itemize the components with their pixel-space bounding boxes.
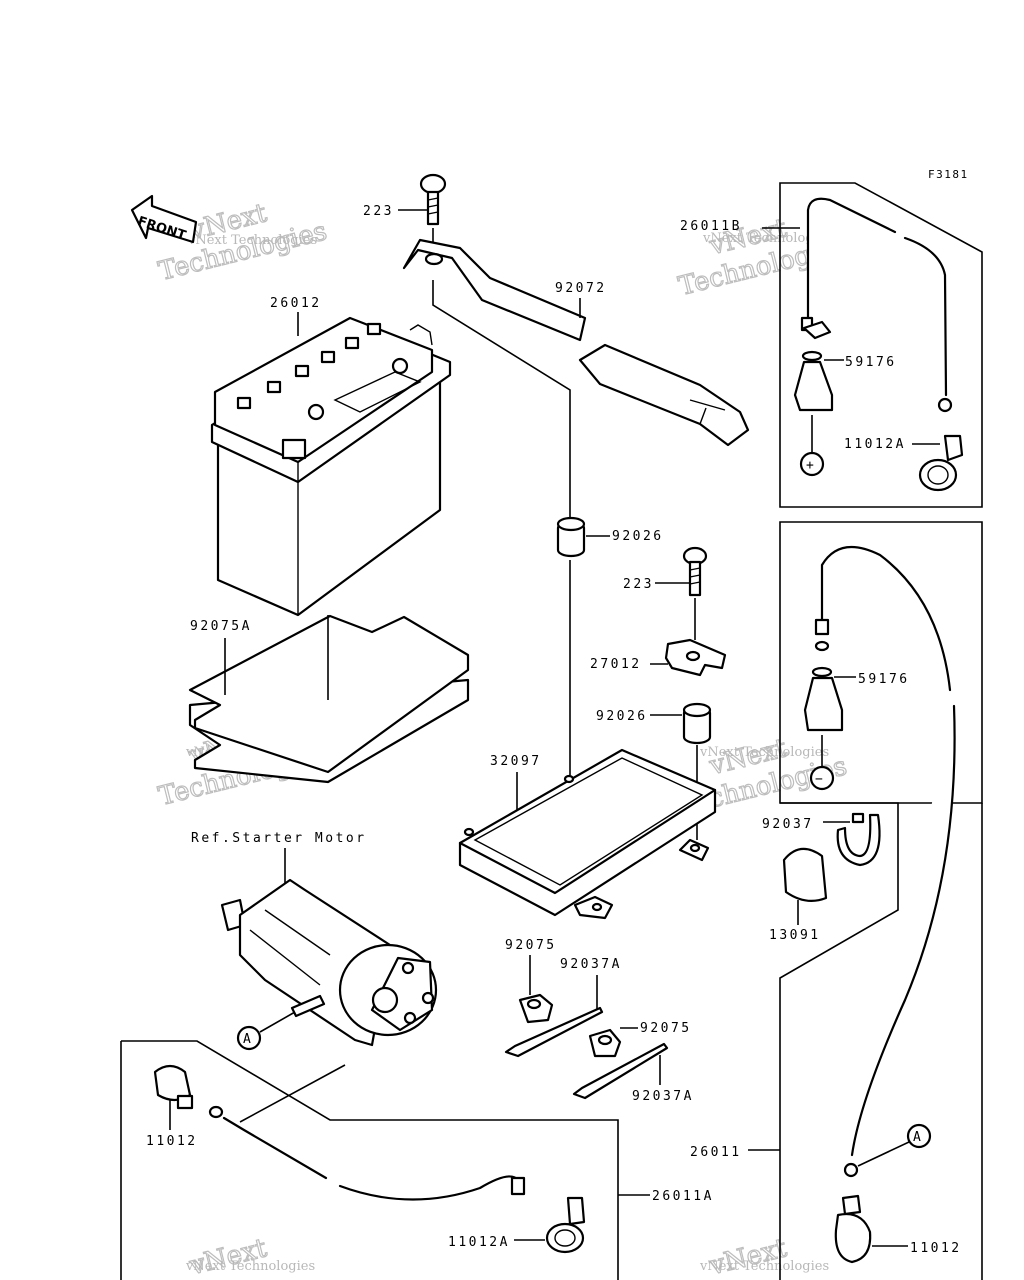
minus-terminal-icon: [809, 765, 835, 791]
battery-pad: [188, 614, 470, 784]
spacer-92026-top: [556, 516, 586, 558]
part-label-59176-top: 59176: [845, 355, 897, 370]
part-label-92026-top: 92026: [612, 529, 664, 544]
cap-11012-right: [834, 1194, 872, 1264]
battery-cable-plus: [800, 197, 953, 413]
part-label-11012-left: 11012: [146, 1134, 198, 1149]
part-label-92037a-bottom: 92037A: [632, 1089, 694, 1104]
starter-motor: [220, 878, 438, 1047]
battery-tray: [458, 748, 717, 920]
part-label-223-top: 223: [363, 204, 394, 219]
group-outlines: [120, 182, 983, 1280]
reference-note: Ref.Starter Motor: [191, 831, 367, 846]
part-label-223-mid: 223: [623, 577, 654, 592]
ground-cable-box: [779, 802, 899, 1280]
part-label-32097: 32097: [490, 754, 542, 769]
clamp-92037: [836, 812, 881, 867]
cable-tie-92037a-bottom: [572, 1042, 669, 1100]
callout-letter-left: A: [243, 1032, 253, 1047]
callout-a-right: [906, 1123, 932, 1149]
watermark-text: vNext Technologies: [699, 745, 829, 760]
part-label-92075-right: 92075: [640, 1021, 692, 1036]
battery-strap: [402, 238, 750, 447]
ground-cable: [814, 545, 956, 1178]
part-label-26011b: 26011B: [680, 219, 742, 234]
terminal-minus-label: −: [815, 772, 825, 787]
bolt-223-top: [419, 173, 447, 226]
cap-11012a-top: [918, 434, 964, 492]
cap-13091: [782, 847, 828, 903]
callout-letter-right: A: [913, 1130, 923, 1145]
figure-code: F3181: [928, 168, 969, 181]
watermark-text: vNext Technologies: [702, 231, 832, 246]
part-label-92026-mid: 92026: [596, 709, 648, 724]
part-label-92037: 92037: [762, 817, 814, 832]
terminal-cover-59176-mid: [803, 666, 844, 732]
part-label-92072: 92072: [555, 281, 607, 296]
cap-11012a-bottom: [545, 1196, 586, 1254]
part-label-92075-left: 92075: [505, 938, 557, 953]
part-label-27012: 27012: [590, 657, 642, 672]
starter-cable-box: [121, 1040, 619, 1280]
plus-terminal-icon: [799, 451, 825, 477]
grommet-92075-left: [518, 993, 554, 1024]
part-label-13091: 13091: [769, 928, 821, 943]
part-label-92075a: 92075A: [190, 619, 252, 634]
cap-11012-left: [153, 1064, 194, 1110]
battery-cable-plus-box: [779, 182, 983, 508]
front-arrow-icon: FRONT: [130, 194, 198, 244]
battery: [210, 316, 452, 617]
part-label-11012a-top: 11012A: [844, 437, 906, 452]
grommet-92075-right: [588, 1028, 622, 1058]
part-label-92037a-top: 92037A: [560, 957, 622, 972]
watermark-text: vNext Technologies: [187, 233, 317, 248]
part-label-11012a-bottom: 11012A: [448, 1235, 510, 1250]
part-label-26011a: 26011A: [652, 1189, 714, 1204]
part-label-26012: 26012: [270, 296, 322, 311]
terminal-cover-59176-top: [793, 350, 834, 412]
terminal-plus-label: +: [806, 458, 816, 473]
part-label-26011: 26011: [690, 1145, 742, 1160]
part-label-59176-mid: 59176: [858, 672, 910, 687]
bracket-27012: [664, 638, 727, 677]
cable-tie-92037a-top: [504, 1006, 604, 1058]
watermark-text: vNext Technologies: [699, 1259, 829, 1274]
watermark-text: vNext Technologies: [185, 1259, 315, 1274]
bolt-223-mid: [682, 546, 708, 597]
starter-cable: [208, 1105, 526, 1201]
callout-a-left: [236, 1025, 262, 1051]
part-label-11012-right: 11012: [910, 1241, 962, 1256]
spacer-92026-mid: [682, 702, 712, 745]
